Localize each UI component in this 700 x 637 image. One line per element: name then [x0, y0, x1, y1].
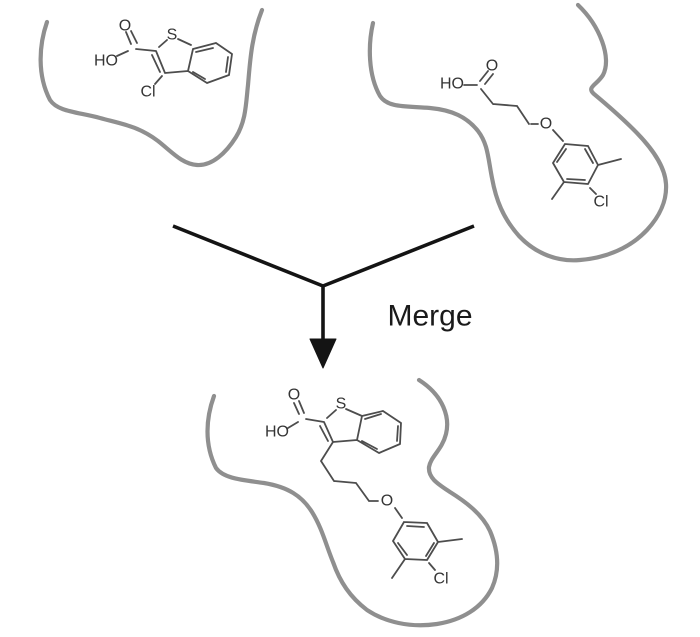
fragment-right-bond-skeleton — [463, 70, 622, 200]
atom-label-sulfur: S — [336, 396, 347, 413]
atom-label-ether-oxygen: O — [381, 493, 393, 510]
atom-label-carbonyl-oxygen: O — [288, 387, 300, 404]
atom-label-hydroxyl: HO — [440, 76, 464, 93]
atom-label-chloro: Cl — [140, 84, 155, 101]
merge-arrow-group: Merge — [172, 224, 475, 369]
atom-label-chloro: Cl — [593, 194, 608, 211]
fragment-left-group: O HO S Cl — [38, 7, 265, 168]
fragment-left-bond-skeleton — [116, 30, 233, 85]
binding-pocket-outline-right — [367, 2, 669, 263]
fragment-left-molecule: O HO S Cl — [94, 18, 233, 101]
atom-label-carbonyl-oxygen: O — [119, 18, 131, 35]
atom-label-carbonyl-oxygen: O — [486, 58, 498, 75]
merge-arrowhead-icon — [309, 338, 337, 369]
atom-label-chloro: Cl — [433, 571, 448, 588]
merged-product-molecule: O HO S O Cl — [265, 387, 463, 588]
binding-pocket-outline-merged — [205, 377, 500, 628]
fragment-right-molecule: HO O O Cl — [440, 58, 622, 211]
merge-arrow — [172, 224, 475, 342]
merged-product-bond-skeleton — [287, 400, 463, 579]
merge-label: Merge — [387, 300, 472, 333]
merged-product-group: O HO S O Cl — [205, 377, 500, 628]
atom-label-sulfur: S — [167, 27, 178, 44]
atom-label-ether-oxygen: O — [540, 116, 552, 133]
atom-label-hydroxyl: HO — [265, 424, 289, 441]
atom-label-hydroxyl: HO — [94, 53, 118, 70]
fragment-right-group: HO O O Cl — [367, 2, 669, 263]
binding-pocket-outline-left — [38, 7, 265, 168]
